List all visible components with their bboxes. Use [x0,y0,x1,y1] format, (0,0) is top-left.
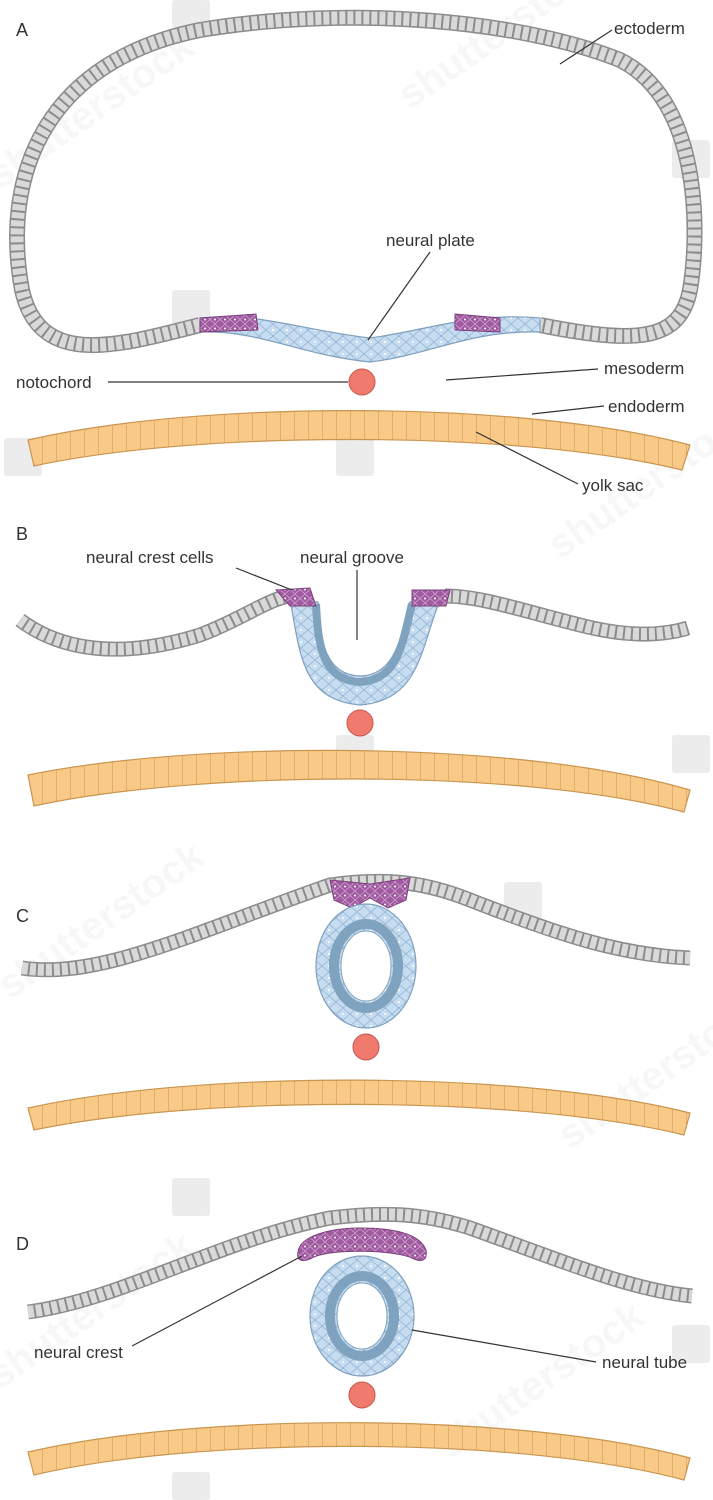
ectoderm-loop-cells [10,11,701,352]
watermark-text: shutterstock [550,983,713,1157]
leader-yolk-sac [475,431,579,485]
neural-tube-lumen [340,930,392,1002]
label-neural-crest-cells: neural crest cells [86,548,214,567]
panel-letter-d: D [16,1234,29,1254]
label-neural-groove: neural groove [300,548,404,567]
label-neural-tube: neural tube [602,1353,687,1372]
label-notochord: notochord [16,373,92,392]
label-neural-crest: neural crest [34,1343,123,1362]
panel-letter-a: A [16,20,28,40]
neural-tube-inner-layer [325,1271,399,1361]
watermark-icon [336,438,374,476]
panel-b: B neural crest cells neural groove [15,524,691,813]
neural-groove-plate [289,599,441,706]
neural-crest-cells-right [411,589,451,607]
watermark-icon [672,1325,710,1363]
notochord [352,1033,380,1061]
panel-letter-c: C [16,906,29,926]
neural-tube-inner-layer [329,919,403,1013]
label-neural-plate: neural plate [386,231,475,250]
label-mesoderm: mesoderm [604,359,684,378]
label-endoderm: endoderm [608,397,685,416]
neural-groove-inner-layer [312,603,416,687]
neural-crest-cells-left [199,313,259,333]
panel-c: C [16,873,691,1136]
notochord [348,368,376,396]
leader-neural-tube [411,1329,597,1363]
endoderm-band [27,749,691,813]
ectoderm-sheet-cells [27,1208,693,1318]
leader-endoderm [531,405,605,415]
leader-neural-crest-cells [235,567,293,591]
leader-neural-plate [367,251,431,341]
watermark-icon [172,1472,210,1500]
leader-ectoderm [559,29,613,65]
leader-mesoderm [445,368,599,381]
watermark-icon [172,0,210,28]
notochord [348,1381,376,1409]
panel-d: D neural crest neural tube [16,1206,693,1481]
ectoderm-left-cells [16,590,292,656]
watermark-text: shutterstock [0,833,212,1007]
panel-letter-b: B [16,524,28,544]
neural-crest-cells-merge [329,877,411,909]
ectoderm-right-cells [444,590,690,640]
neural-crest-cells-left [274,587,317,607]
neural-tube-lumen [336,1282,388,1350]
notochord [346,709,374,737]
neural-crest-cells-right [454,313,501,333]
label-ectoderm: ectoderm [614,19,685,38]
label-yolk-sac: yolk sac [582,476,644,495]
watermark-icon [672,735,710,773]
endoderm-band [27,1422,691,1481]
endoderm-band [27,410,691,471]
endoderm-band [27,1079,691,1136]
watermark-icon [172,1178,210,1216]
ectoderm-loop [9,9,703,353]
neural-crest-arc [297,1227,427,1261]
panel-a: A ectoderm neural plate notochord mesode… [9,9,703,495]
leader-neural-crest [131,1255,303,1347]
